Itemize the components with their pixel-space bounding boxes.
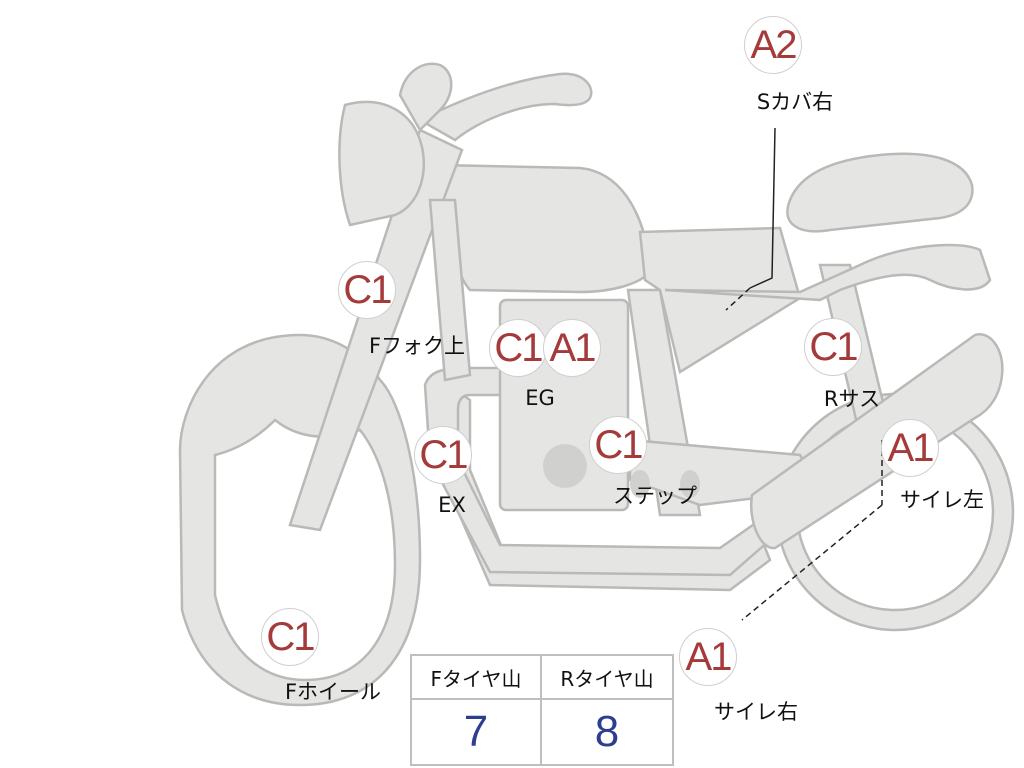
c1-engine-badge[interactable]: C1 <box>489 319 547 377</box>
front-fork <box>288 128 464 532</box>
a1-engine-label: EG <box>525 386 555 410</box>
front-fork-inner <box>428 198 472 382</box>
a1-silencer-right-badge[interactable]: A1 <box>679 628 737 686</box>
tire-tread-table: Fタイヤ山 Rタイヤ山 7 8 <box>410 654 674 766</box>
exhaust-pipe-upper <box>423 366 772 577</box>
engine-cover <box>543 444 587 488</box>
seat <box>664 243 992 302</box>
c1-front-fork-upper-label: Fフォク上 <box>368 334 466 358</box>
c1-exhaust-badge[interactable]: C1 <box>414 426 472 484</box>
leader-line-a2-dash <box>725 287 751 311</box>
a1-silencer-right-label: サイレ右 <box>714 700 798 724</box>
leader-line-a2 <box>749 127 776 289</box>
c1-front-wheel-label: Fホイール <box>284 680 382 704</box>
side-cover <box>638 226 802 374</box>
footpeg-right <box>680 470 700 498</box>
c1-rear-suspension-label: Rサス <box>823 387 881 411</box>
c1-rear-suspension-badge[interactable]: C1 <box>804 318 862 376</box>
a2-side-cover-right-label: Sカバ右 <box>756 90 834 114</box>
leader-line-a1-right <box>741 504 883 621</box>
c1-step-badge[interactable]: C1 <box>589 416 647 474</box>
handlebar <box>417 72 593 142</box>
front-tire-tread-header: Fタイヤ山 <box>412 656 542 700</box>
a1-silencer-left-badge[interactable]: A1 <box>881 419 939 477</box>
headlight <box>338 100 425 227</box>
front-wheel-inner <box>213 418 397 682</box>
rear-tire-tread-value: 8 <box>594 707 620 756</box>
a2-side-cover-right-badge[interactable]: A2 <box>744 16 802 74</box>
c1-step-label: ステップ <box>613 484 697 508</box>
c1-front-fork-upper-badge[interactable]: C1 <box>338 261 396 319</box>
c1-front-wheel-badge[interactable]: C1 <box>261 608 319 666</box>
silencer <box>749 332 1004 550</box>
front-tire-tread-value: 7 <box>412 700 542 764</box>
a1-engine-badge[interactable]: A1 <box>543 319 601 377</box>
rear-tire-tread-header: Rタイヤ山 <box>542 656 672 700</box>
mirror-mount <box>398 62 453 133</box>
a1-silencer-left-label: サイレ左 <box>900 488 984 512</box>
fuel-tank <box>438 163 654 294</box>
seat-upper <box>786 152 974 233</box>
footpeg-left <box>630 470 650 498</box>
c1-exhaust-label: EX <box>438 493 466 517</box>
